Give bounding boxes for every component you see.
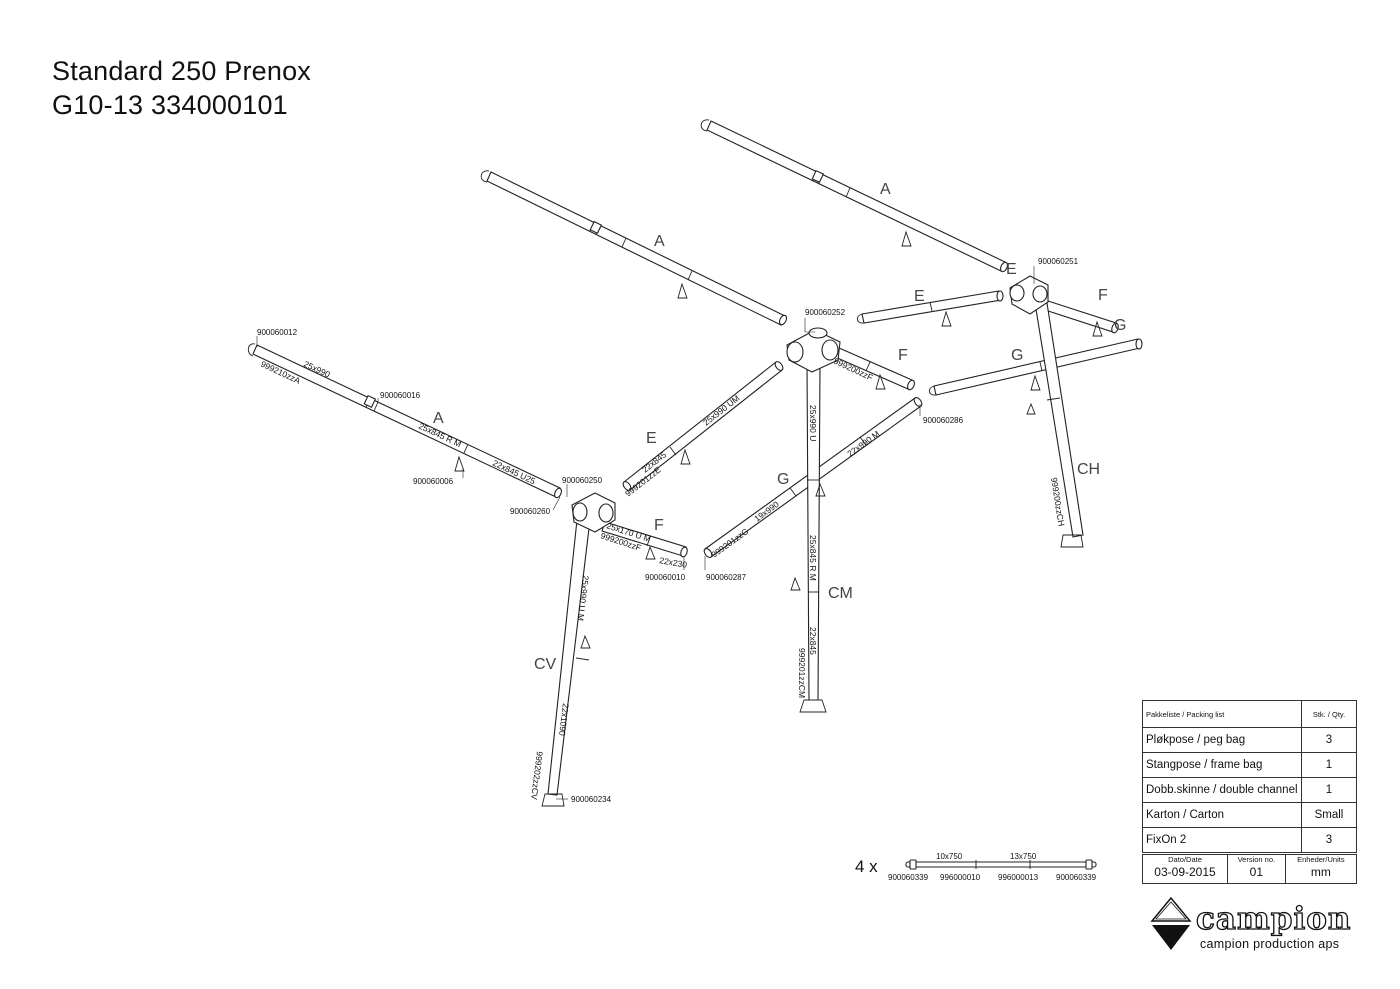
pole-f-front [601, 521, 688, 560]
pole-a-upper-left [480, 170, 788, 326]
pole-size-25x845-r-m-cm: 25x845 R M [808, 535, 818, 581]
accessory-part-996000010: 996000010 [940, 873, 981, 882]
letter-f-1: F [1098, 287, 1108, 304]
part-number-900060016: 900060016 [380, 391, 421, 400]
part-number-900060234: 900060234 [571, 795, 612, 804]
pole-a-front [247, 343, 562, 499]
connector-left [571, 492, 616, 533]
pole-size-22x845-u25: 22x845 U25 [491, 458, 537, 487]
packing-list-row: Stangpose / frame bag 1 [1142, 752, 1357, 778]
letter-e-3: E [646, 430, 657, 447]
brand-wordmark: campion [1195, 900, 1352, 937]
pole-size-22x230: 22x230 [659, 555, 688, 570]
packing-qty: 1 [1301, 777, 1357, 803]
pole-size-22x845-cm: 22x845 [808, 627, 818, 655]
accessory-rail: 4 x 10x750 13x750 900060339 996000010 99… [855, 852, 1097, 882]
packing-qty: Small [1301, 802, 1357, 828]
accessory-part-900060339-left: 900060339 [888, 873, 929, 882]
pole-code-999202zzcv: 999202zzCV [529, 751, 545, 801]
pole-code-999201zzcm: 999201zzCM [797, 648, 807, 698]
packing-qty: 3 [1301, 827, 1357, 853]
packing-list-header: Pakkeliste / Packing list [1142, 700, 1302, 728]
pole-e-front [622, 361, 784, 491]
packing-list-row: Pløkpose / peg bag 3 [1142, 727, 1357, 753]
version-label: Version no. [1237, 855, 1276, 864]
part-number-900060286: 900060286 [923, 416, 964, 425]
packing-item: Stangpose / frame bag [1142, 752, 1302, 778]
pole-size-22x1090: 22x1090 [557, 703, 571, 737]
letter-cv: CV [534, 656, 557, 673]
letter-f-2: F [898, 347, 908, 364]
letter-g-1: G [1114, 317, 1126, 334]
pole-f-upper-right [1041, 299, 1119, 337]
units-value: mm [1310, 865, 1331, 879]
brand-tagline: campion production aps [1200, 937, 1340, 951]
date-cell: Dato/Date 03-09-2015 [1142, 854, 1228, 884]
letter-cm: CM [828, 585, 853, 602]
accessory-part-996000013: 996000013 [998, 873, 1039, 882]
part-number-900060006: 900060006 [413, 477, 454, 486]
pole-e-upper [856, 290, 1004, 327]
units-cell: Enheder/Units mm [1284, 854, 1358, 884]
packing-list-table: Pakkeliste / Packing list Stk. / Qty. Pl… [1142, 700, 1357, 853]
packing-list-row: Dobb.skinne / double channel 1 [1142, 777, 1357, 803]
part-number-900060010: 900060010 [645, 573, 686, 582]
connector-centre [786, 327, 841, 373]
pole-f-upper-mid [825, 343, 915, 391]
part-number-900060260: 900060260 [510, 507, 551, 516]
letter-e-2: E [914, 288, 925, 305]
version-value: 01 [1249, 865, 1264, 879]
packing-list-row: Karton / Carton Small [1142, 802, 1357, 828]
letter-ch: CH [1077, 461, 1100, 478]
accessory-size-10x750: 10x750 [936, 852, 963, 861]
packing-list-row: FixOn 2 3 [1142, 827, 1357, 853]
accessory-size-13x750: 13x750 [1010, 852, 1037, 861]
letter-g-3: G [777, 471, 789, 488]
date-label: Dato/Date [1168, 855, 1202, 864]
triangle-logo-icon [1150, 896, 1192, 950]
drawing-title: Standard 250 Prenox [52, 56, 311, 86]
pole-size-19x990: 19x990 [752, 499, 781, 524]
packing-item: Dobb.skinne / double channel [1142, 777, 1302, 803]
packing-qty: 1 [1301, 752, 1357, 778]
pole-size-25x990-um: 25x990 UM [701, 393, 741, 428]
letter-f-3: F [654, 517, 664, 534]
part-number-900060250: 900060250 [562, 476, 603, 485]
letter-g-2: G [1011, 347, 1023, 364]
revision-info-table: Dato/Date 03-09-2015 Version no. 01 Enhe… [1142, 854, 1358, 884]
letter-e-1: E [1006, 261, 1017, 278]
packing-item: FixOn 2 [1142, 827, 1302, 853]
date-value: 03-09-2015 [1154, 865, 1216, 879]
letter-a-1: A [880, 181, 891, 198]
pole-g-upper [928, 338, 1143, 415]
accessory-quantity: 4 x [855, 857, 878, 876]
packing-list-qty-header: Stk. / Qty. [1301, 700, 1357, 728]
part-number-900060287: 900060287 [706, 573, 747, 582]
packing-item: Pløkpose / peg bag [1142, 727, 1302, 753]
version-cell: Version no. 01 [1227, 854, 1286, 884]
leader-lines [256, 266, 1035, 800]
letter-a-2: A [654, 233, 665, 250]
pole-size-25x990-u: 25x990 U [808, 405, 818, 441]
part-number-900060252: 900060252 [805, 308, 846, 317]
drawing-subtitle: G10-13 334000101 [52, 90, 288, 120]
part-number-900060251: 900060251 [1038, 257, 1079, 266]
units-label: Enheder/Units [1297, 855, 1345, 864]
packing-qty: 3 [1301, 727, 1357, 753]
pole-a-upper-right [700, 119, 1008, 273]
part-number-900060012: 900060012 [257, 328, 298, 337]
accessory-part-900060339-right: 900060339 [1056, 873, 1097, 882]
packing-item: Karton / Carton [1142, 802, 1302, 828]
letter-a-3: A [433, 410, 444, 427]
connector-right [1009, 275, 1049, 315]
